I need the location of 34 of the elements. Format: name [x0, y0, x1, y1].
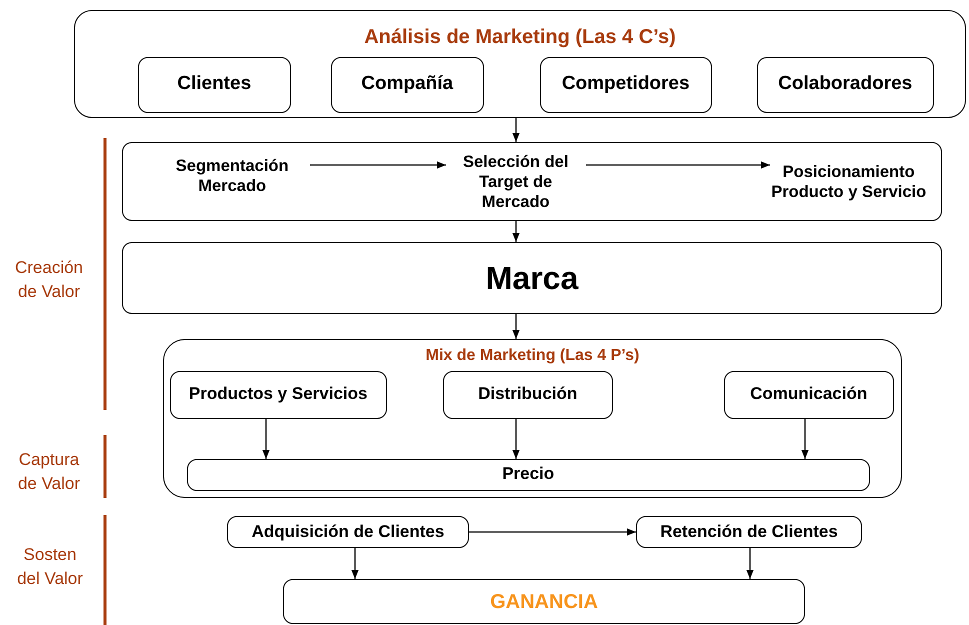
process-box: Adquisición de Clientes: [227, 516, 469, 548]
arrow: [512, 221, 520, 242]
process-box: Productos y Servicios: [170, 370, 387, 419]
group-panel: [74, 10, 966, 118]
group-panel: [163, 339, 902, 498]
arrow: [586, 161, 770, 169]
step-text: Selección del Target de Mercado: [446, 146, 586, 220]
process-box: Colaboradores: [756, 56, 934, 113]
arrow: [310, 161, 446, 169]
process-box: Retención de Clientes: [636, 516, 862, 548]
arrow: [351, 548, 359, 579]
arrow: [512, 314, 520, 339]
process-box: GANANCIA: [283, 579, 805, 624]
arrow: [469, 528, 636, 536]
process-box: Clientes: [138, 56, 291, 113]
step-text: Posicionamiento Producto y Servicio: [770, 146, 928, 220]
arrow: [512, 118, 520, 142]
process-box: Comunicación: [724, 370, 894, 419]
process-box: Competidores: [540, 56, 712, 113]
arrow: [262, 419, 270, 459]
section-label: Creación de Valor: [14, 257, 84, 303]
brand-box: Marca: [122, 242, 942, 314]
group-title: Análisis de Marketing (Las 4 C’s): [363, 25, 677, 49]
step-text: Segmentación Mercado: [154, 152, 310, 202]
group-title: Mix de Marketing (Las 4 P’s): [424, 346, 640, 366]
section-label: Sosten del Valor: [16, 544, 84, 590]
section-label: Captura de Valor: [16, 449, 82, 495]
arrow: [746, 548, 754, 579]
arrow: [801, 419, 809, 459]
process-box: Compañía: [330, 56, 484, 113]
arrow: [512, 419, 520, 459]
process-box: Distribución: [442, 370, 613, 419]
process-box: Precio: [186, 458, 870, 491]
stage-box: [122, 142, 942, 221]
